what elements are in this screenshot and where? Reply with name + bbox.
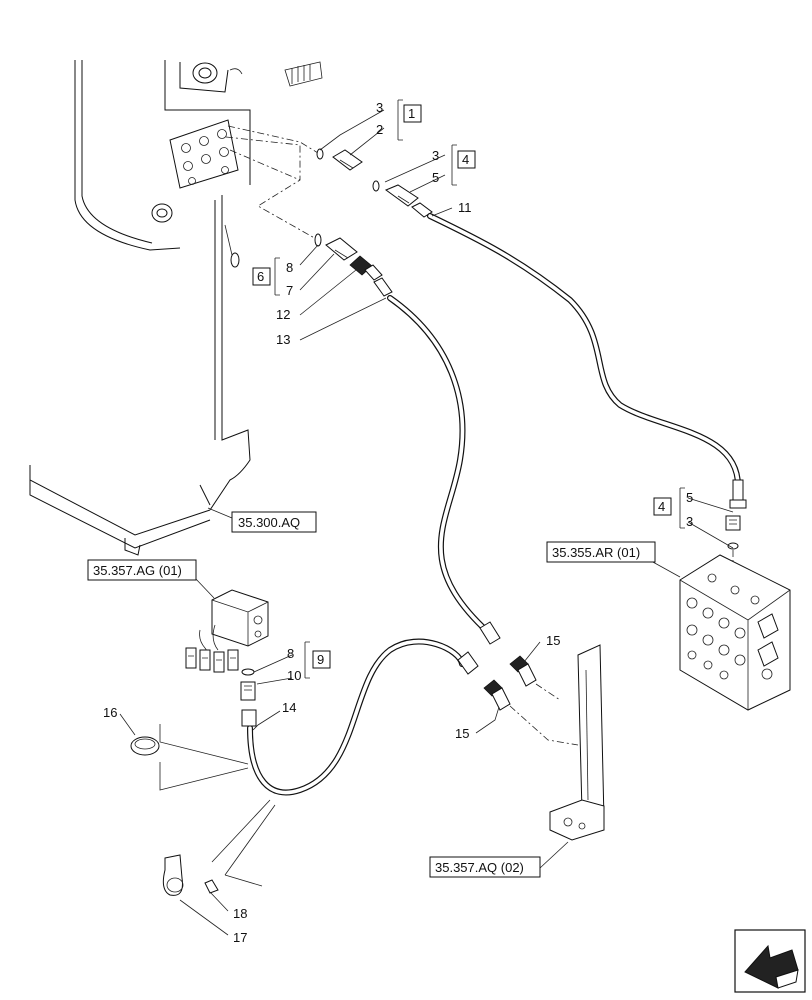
callout-11: 11 <box>458 200 472 215</box>
callout-9-box <box>312 650 331 669</box>
callout-5: 5 <box>686 490 693 505</box>
mounting-bracket <box>549 644 605 841</box>
port-center-lines <box>225 125 319 241</box>
callout-16: 16 <box>103 705 117 720</box>
callout-3: 3 <box>376 100 383 115</box>
reference-35-355-ar-box[interactable] <box>546 541 656 563</box>
callout-8: 8 <box>286 260 293 275</box>
reference-35-355-ar[interactable]: 35.355.AR (01) <box>552 545 640 560</box>
callout-18: 18 <box>233 906 247 921</box>
reference-35-357-ag-box[interactable] <box>87 559 197 581</box>
callout-1-box <box>403 104 422 123</box>
callout-4: 4 <box>658 499 665 514</box>
callout-9: 9 <box>317 652 324 667</box>
callout-15: 15 <box>546 633 560 648</box>
callout-labels: 3 2 1 3 5 4 11 8 6 7 12 13 5 4 3 8 9 10 … <box>103 100 693 945</box>
arrow-back-icon[interactable] <box>734 929 806 993</box>
reference-35-357-aq-box[interactable] <box>429 856 541 878</box>
valve-block-right <box>679 515 791 711</box>
callout-3: 3 <box>432 148 439 163</box>
callout-6: 6 <box>257 269 264 284</box>
fittings-15 <box>483 655 579 746</box>
callout-2: 2 <box>376 122 383 137</box>
callout-12: 12 <box>276 307 290 322</box>
callout-8: 8 <box>287 646 294 661</box>
valve-left <box>185 589 269 701</box>
reference-boxes: 35.300.AQ 35.357.AG (01) 35.355.AR (01) … <box>87 511 656 878</box>
callout-3: 3 <box>686 514 693 529</box>
callout-17: 17 <box>233 930 247 945</box>
reference-35-357-ag[interactable]: 35.357.AG (01) <box>93 563 182 578</box>
callout-5: 5 <box>432 170 439 185</box>
callout-7: 7 <box>286 283 293 298</box>
main-housing <box>29 60 323 556</box>
callout-14: 14 <box>282 700 296 715</box>
callout-13: 13 <box>276 332 290 347</box>
callout-4-box <box>653 497 672 516</box>
reference-35-300-aq[interactable]: 35.300.AQ <box>238 515 300 530</box>
callout-15: 15 <box>455 726 469 741</box>
callout-10: 10 <box>287 668 301 683</box>
callout-4-box <box>457 150 476 169</box>
callout-4: 4 <box>462 152 469 167</box>
reference-35-357-aq[interactable]: 35.357.AQ (02) <box>435 860 524 875</box>
callout-1: 1 <box>408 106 415 121</box>
reference-35-300-aq-box[interactable] <box>231 511 317 533</box>
hoses <box>241 213 747 796</box>
clamp-parts <box>130 724 276 896</box>
upper-fittings <box>314 148 433 297</box>
callout-6-box <box>252 267 271 286</box>
leader-lines <box>119 99 734 936</box>
